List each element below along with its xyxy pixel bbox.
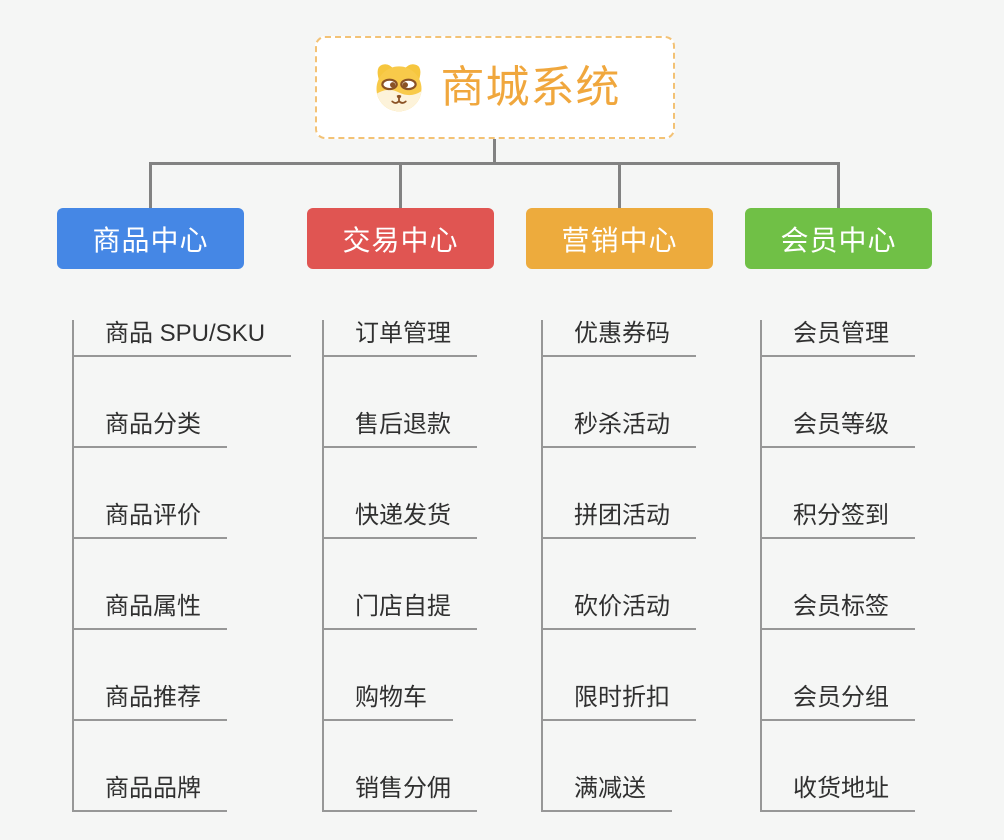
branch-header-trade-center[interactable]: 交易中心 — [307, 208, 494, 269]
leaf-label: 售后退款 — [355, 411, 451, 438]
connector-horizontal-line — [149, 162, 839, 165]
leaf-label: 商品属性 — [105, 593, 201, 620]
leaf-item[interactable]: 满减送 — [543, 775, 672, 812]
leaf-label: 购物车 — [355, 684, 427, 711]
leaf-label: 砍价活动 — [574, 593, 670, 620]
leaf-item[interactable]: 商品推荐 — [74, 684, 227, 721]
leaf-item[interactable]: 商品评价 — [74, 502, 227, 539]
leaf-label: 会员管理 — [793, 320, 889, 347]
branch-label: 商品中心 — [92, 224, 209, 256]
leaf-label: 销售分佣 — [355, 775, 451, 802]
leaf-label: 满减送 — [574, 775, 646, 802]
connector-drop-member-center — [837, 162, 840, 209]
leaf-label: 秒杀活动 — [574, 411, 670, 438]
leaf-item[interactable]: 会员等级 — [762, 411, 915, 448]
leaf-label: 订单管理 — [355, 320, 451, 347]
leaf-label: 会员等级 — [793, 411, 889, 438]
leaf-label: 限时折扣 — [574, 684, 670, 711]
leaf-item[interactable]: 砍价活动 — [543, 593, 696, 630]
leaf-list-trade-center: 订单管理售后退款快递发货门店自提购物车销售分佣 — [322, 320, 494, 812]
leaf-item[interactable]: 会员分组 — [762, 684, 915, 721]
leaf-item[interactable]: 会员标签 — [762, 593, 915, 630]
connector-root-stem — [493, 139, 496, 165]
leaf-label: 积分签到 — [793, 502, 889, 529]
connector-drop-marketing-center — [618, 162, 621, 209]
root-node[interactable]: 商城系统 — [315, 36, 675, 139]
branch-member-center: 会员中心会员管理会员等级积分签到会员标签会员分组收货地址 — [745, 208, 932, 812]
shiba-dog-icon — [370, 61, 428, 115]
leaf-item[interactable]: 商品属性 — [74, 593, 227, 630]
leaf-label: 快递发货 — [355, 502, 451, 529]
branch-header-product-center[interactable]: 商品中心 — [57, 208, 244, 269]
branch-header-member-center[interactable]: 会员中心 — [745, 208, 932, 269]
leaf-label: 商品分类 — [105, 411, 201, 438]
branch-trade-center: 交易中心订单管理售后退款快递发货门店自提购物车销售分佣 — [307, 208, 494, 812]
branch-label: 交易中心 — [342, 224, 459, 256]
leaf-item[interactable]: 商品 SPU/SKU — [74, 320, 292, 357]
leaf-label: 商品推荐 — [105, 684, 201, 711]
leaf-label: 拼团活动 — [574, 502, 670, 529]
leaf-label: 商品评价 — [105, 502, 201, 529]
connector-drop-trade-center — [399, 162, 402, 209]
leaf-item[interactable]: 售后退款 — [324, 411, 477, 448]
branch-label: 营销中心 — [561, 224, 678, 256]
leaf-label: 商品 SPU/SKU — [105, 320, 266, 347]
leaf-item[interactable]: 秒杀活动 — [543, 411, 696, 448]
leaf-item[interactable]: 优惠券码 — [543, 320, 696, 357]
branch-label: 会员中心 — [780, 224, 897, 256]
branch-product-center: 商品中心商品 SPU/SKU 商品分类商品评价商品属性商品推荐商品品牌 — [57, 208, 292, 812]
leaf-item[interactable]: 订单管理 — [324, 320, 477, 357]
leaf-label: 优惠券码 — [574, 320, 670, 347]
leaf-item[interactable]: 销售分佣 — [324, 775, 477, 812]
leaf-item[interactable]: 商品分类 — [74, 411, 227, 448]
connector-drop-product-center — [149, 162, 152, 209]
branch-marketing-center: 营销中心优惠券码秒杀活动拼团活动砍价活动限时折扣满减送 — [526, 208, 713, 812]
leaf-list-member-center: 会员管理会员等级积分签到会员标签会员分组收货地址 — [760, 320, 932, 812]
leaf-item[interactable]: 收货地址 — [762, 775, 915, 812]
leaf-label: 会员分组 — [793, 684, 889, 711]
leaf-label: 商品品牌 — [105, 775, 201, 802]
leaf-item[interactable]: 会员管理 — [762, 320, 915, 357]
leaf-item[interactable]: 限时折扣 — [543, 684, 696, 721]
leaf-item[interactable]: 门店自提 — [324, 593, 477, 630]
leaf-list-marketing-center: 优惠券码秒杀活动拼团活动砍价活动限时折扣满减送 — [541, 320, 713, 812]
leaf-label: 门店自提 — [355, 593, 451, 620]
leaf-list-product-center: 商品 SPU/SKU 商品分类商品评价商品属性商品推荐商品品牌 — [72, 320, 292, 812]
leaf-item[interactable]: 快递发货 — [324, 502, 477, 539]
leaf-item[interactable]: 购物车 — [324, 684, 453, 721]
leaf-item[interactable]: 积分签到 — [762, 502, 915, 539]
leaf-label: 会员标签 — [793, 593, 889, 620]
leaf-label: 收货地址 — [793, 775, 889, 802]
leaf-item[interactable]: 商品品牌 — [74, 775, 227, 812]
branch-header-marketing-center[interactable]: 营销中心 — [526, 208, 713, 269]
leaf-item[interactable]: 拼团活动 — [543, 502, 696, 539]
root-title: 商城系统 — [440, 62, 621, 112]
